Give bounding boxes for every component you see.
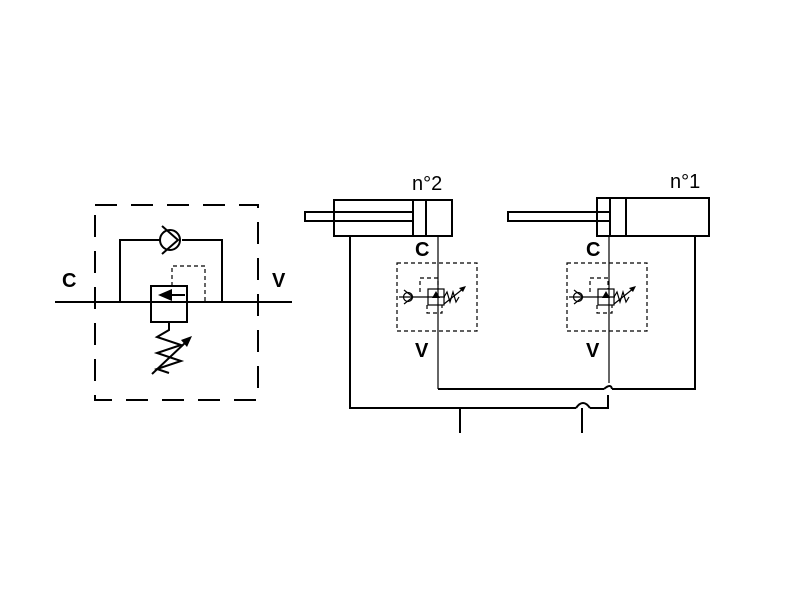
- port-label-c: C: [62, 270, 76, 292]
- cylinder-1-body: [596, 197, 710, 237]
- valve-module-2-check-seat: [403, 289, 414, 305]
- cylinder-2: n°2: [304, 173, 453, 237]
- pipe-outer-loop: [349, 236, 576, 409]
- valve-module-2-adjust-arrow: [443, 287, 465, 305]
- valve-module-1: [566, 262, 648, 332]
- valve-module-2-pilot-low: [426, 305, 443, 314]
- port-label-v: V: [272, 270, 286, 292]
- cylinder-2-label: n°2: [412, 173, 442, 195]
- cyl1-port-c: C: [586, 239, 600, 261]
- valve-module-2-envelope: [396, 262, 478, 332]
- cyl2-port-v: V: [415, 340, 429, 362]
- valve-module-2-arrow-icon: [432, 291, 440, 298]
- valve-module-2-spring-icon: [443, 289, 460, 305]
- cylinder-2-body: [333, 199, 453, 237]
- spring-icon: [153, 322, 185, 374]
- valve-module-2: [396, 262, 478, 332]
- check-bypass-line: [119, 239, 160, 302]
- valve-module-1-envelope: [566, 262, 648, 332]
- cylinder-1-rod: [507, 211, 611, 222]
- check-bypass-line-right: [182, 239, 223, 302]
- valve-module-1-adjust-head-icon: [629, 286, 636, 292]
- pilot-line-dashed: [171, 265, 206, 302]
- valve-module-1-pilot: [589, 277, 609, 292]
- check-ball-icon: [159, 229, 181, 251]
- pipe-inner-return: [612, 236, 696, 390]
- cylinder-2-rod: [304, 211, 414, 222]
- valve-module-1-pilot-low: [596, 305, 613, 314]
- pipe-crossover-outer: [575, 402, 591, 409]
- adjust-arrow-icon: [181, 336, 192, 347]
- cyl2-port-c: C: [415, 239, 429, 261]
- valve-symbol-enlarged: C V: [55, 204, 292, 401]
- valve-module-2-pilot: [419, 277, 439, 292]
- cyl1-port-v: V: [586, 340, 600, 362]
- valve-module-1-adjust-arrow: [613, 287, 635, 305]
- valve-module-2-adjust-head-icon: [459, 286, 466, 292]
- circuit: n°2 n°1: [304, 171, 710, 433]
- pipe-crossover-inner: [603, 385, 613, 390]
- flow-arrow-icon: [158, 289, 172, 301]
- valve-module-1-spring-icon: [613, 289, 630, 305]
- pipe-outer-right: [590, 395, 609, 409]
- adjust-arrow-shaft: [151, 341, 187, 375]
- cylinder-1: n°1: [507, 171, 710, 237]
- cylinder-1-label: n°1: [670, 171, 700, 193]
- check-seat-icon: [161, 225, 180, 255]
- valve-module-1-arrow-icon: [602, 291, 610, 298]
- valve-module-1-check-seat: [573, 289, 584, 305]
